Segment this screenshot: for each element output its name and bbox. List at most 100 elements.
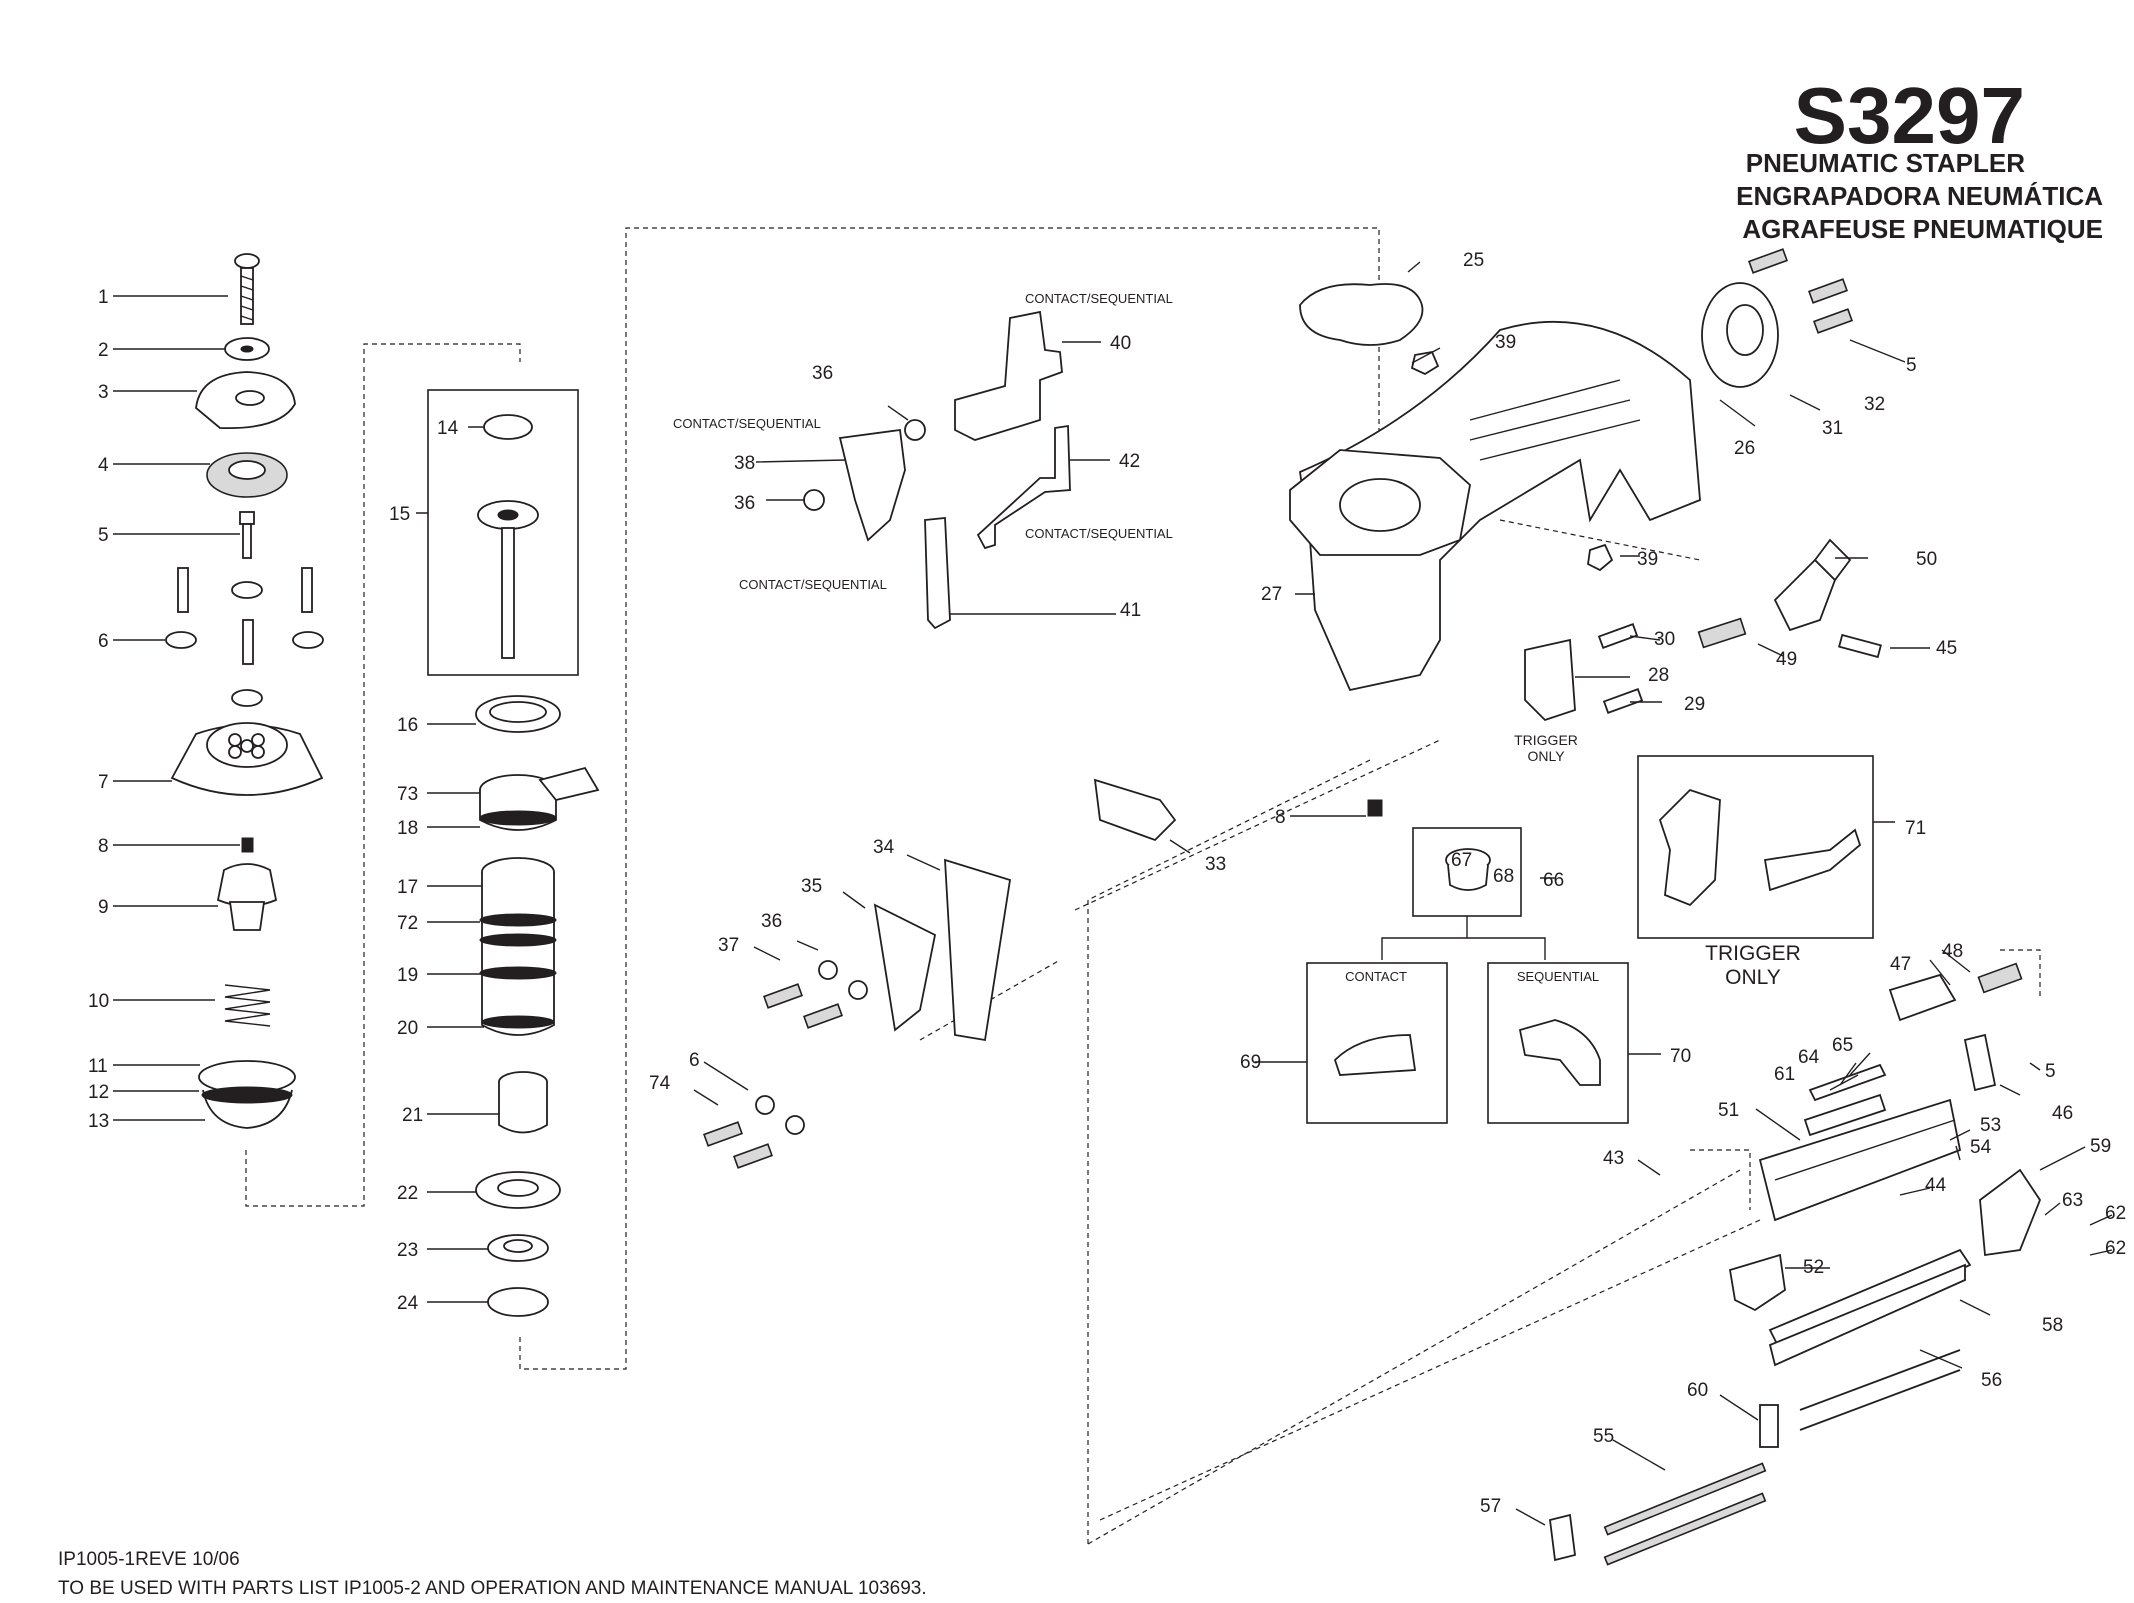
nut-39: [1587, 543, 1614, 572]
group-outline-cap: [245, 343, 521, 1207]
latch-52: [1728, 1253, 1786, 1312]
callout: 69: [1240, 1052, 1261, 1073]
callout: 30: [1654, 629, 1675, 650]
screws-5: [1748, 248, 1853, 334]
track-58: [1768, 1248, 1972, 1367]
kit-box-15: [427, 389, 579, 676]
callout: 59: [2090, 1136, 2111, 1157]
callout: 7: [98, 772, 109, 793]
callout: 46: [2052, 1103, 2073, 1124]
callout: 56: [1981, 1370, 2002, 1391]
screw: [301, 567, 313, 613]
callout: 70: [1670, 1046, 1691, 1067]
caption-trigger-only: ONLY: [1725, 966, 1781, 989]
group-outline-magazine: [1087, 759, 1371, 1544]
callout: 5: [98, 525, 109, 546]
callout: 63: [2062, 1190, 2083, 1211]
washer: [231, 581, 263, 599]
screw: [177, 567, 189, 613]
washer-23: [487, 1234, 549, 1262]
callout: 11: [88, 1056, 108, 1077]
callout: 20: [397, 1018, 418, 1039]
trigger-kit-box-71: [1637, 755, 1874, 939]
callout: 61: [1774, 1064, 1795, 1085]
callout: 62: [2105, 1203, 2126, 1224]
caption-contact-sequential: CONTACT/SEQUENTIAL: [1025, 291, 1173, 306]
contact-41: [924, 517, 951, 630]
screw-5: [239, 511, 255, 559]
block-60: [1759, 1404, 1779, 1448]
callout: 43: [1603, 1148, 1624, 1169]
spacer-73-18: [479, 766, 600, 831]
pin-45: [1838, 633, 1882, 659]
callout: 13: [88, 1111, 109, 1132]
bolts-37: [763, 960, 868, 1029]
callout: 8: [98, 836, 109, 857]
callout: 25: [1463, 250, 1484, 271]
callout: 9: [98, 897, 109, 918]
deflector-4: [206, 452, 288, 498]
callout: 5: [2045, 1061, 2056, 1082]
screw: [242, 619, 254, 665]
callout: 53: [1980, 1115, 2001, 1136]
washer: [231, 689, 263, 707]
callout: 51: [1718, 1100, 1739, 1121]
magazine-51: [1758, 1098, 1962, 1222]
caption-contact: CONTACT: [1345, 969, 1407, 984]
callout: 12: [88, 1082, 109, 1103]
callout: 29: [1684, 694, 1705, 715]
sequential-trip-70: [1518, 1019, 1601, 1086]
callout: 49: [1776, 649, 1797, 670]
plate-34: [944, 858, 1012, 1042]
lever-50: [1773, 538, 1852, 632]
callout: 33: [1205, 854, 1226, 875]
bolts-74: [703, 1095, 805, 1169]
guide-line: [1499, 519, 1701, 561]
callout: 73: [397, 784, 418, 805]
callout: 66: [1543, 870, 1564, 891]
nut-39: [1410, 350, 1440, 376]
plug-24: [487, 1287, 549, 1317]
washer-6: [165, 631, 197, 649]
lever-38: [838, 428, 906, 542]
guide-line: [1690, 1149, 1751, 1210]
sequential-box-70: [1487, 962, 1629, 1124]
arm-42: [976, 424, 1071, 550]
caption-trigger-only: TRIGGER: [1514, 732, 1578, 748]
plate-35: [873, 903, 937, 1032]
nut-36: [904, 419, 926, 441]
pin-29: [1602, 688, 1644, 714]
callout: 6: [98, 631, 109, 652]
bracket-40: [954, 310, 1063, 441]
nut-36: [803, 489, 825, 511]
callout: 45: [1936, 638, 1957, 659]
trigger-lever-71: [1763, 828, 1862, 892]
callout: 19: [397, 965, 418, 986]
callout: 26: [1734, 438, 1755, 459]
callout: 21: [402, 1105, 423, 1126]
pin-30: [1597, 623, 1639, 649]
callout: 42: [1119, 451, 1140, 472]
callout: 34: [873, 837, 895, 858]
pusher-59: [1979, 1168, 2042, 1257]
contact-trip-69: [1333, 1034, 1417, 1076]
trigger-71: [1658, 788, 1721, 907]
valve-9: [216, 863, 278, 931]
callout: 57: [1480, 1496, 1501, 1517]
callout: 48: [1942, 941, 1963, 962]
callout: 55: [1593, 1426, 1614, 1447]
callout: 40: [1110, 333, 1131, 354]
screw-8: [1367, 799, 1383, 817]
clip-57: [1549, 1513, 1576, 1562]
rods-56: [1799, 1349, 1961, 1431]
callout: 39: [1495, 332, 1516, 353]
model-number: S3297: [1794, 71, 2025, 160]
callout: 71: [1905, 818, 1926, 839]
callout: 4: [98, 455, 109, 476]
oring-14: [483, 414, 533, 440]
valve-stem-15: [477, 500, 539, 659]
cylinder-17-20: [479, 857, 557, 1036]
callout: 6: [689, 1050, 700, 1071]
cap-3: [195, 371, 296, 430]
